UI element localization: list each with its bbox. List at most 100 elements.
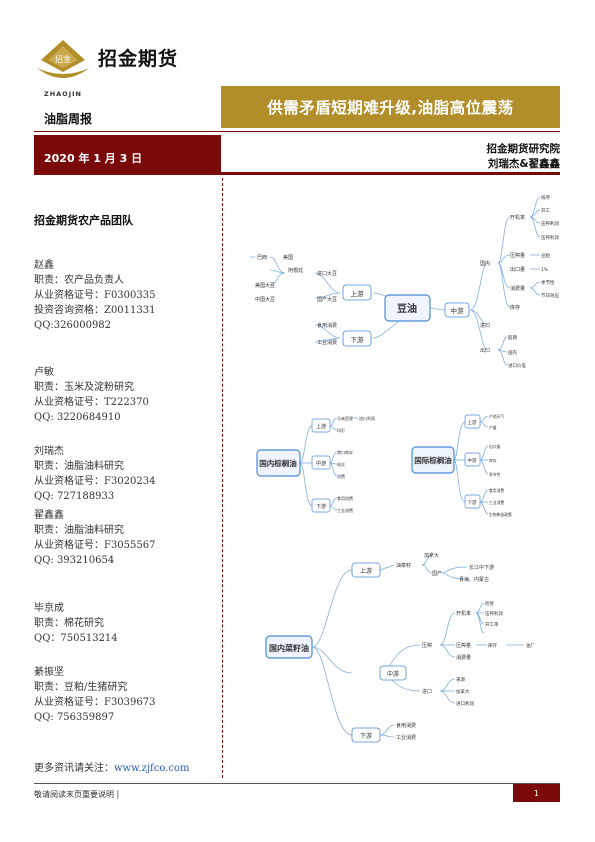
mindmap-center: 国际棕榈油 — [414, 455, 452, 465]
node-label: 国产大豆 — [317, 296, 337, 303]
brand-english-name: ZHAOJIN — [44, 90, 82, 98]
node-upstream: 上游 — [468, 419, 477, 426]
institute-name: 招金期货研究院 — [486, 143, 561, 155]
member-line: 职责：油脂油料研究 — [34, 461, 124, 472]
node-label: 进口利润 — [359, 415, 375, 421]
node-label: 工业消费 — [396, 734, 416, 741]
member-line: QQ: 727188933 — [34, 491, 115, 502]
team-member: 綦振坚 职责：豆粕/生猪研究 从业资格证号：F3039673 QQ: 75635… — [34, 665, 155, 725]
node-upstream: 上游 — [360, 567, 372, 575]
node-label: 节日效应 — [541, 292, 559, 299]
node-label: 开工率 — [485, 621, 499, 628]
member-line: 从业资格证号：F3020234 — [34, 476, 156, 487]
node-label: 压榨利润 — [485, 610, 503, 617]
node-upstream: 上游 — [316, 423, 326, 430]
node-label: 消费 — [337, 473, 345, 479]
node-label: 产量 — [489, 425, 497, 430]
node-label: 压榨 — [422, 642, 432, 649]
node-label: 开机率 — [510, 214, 525, 221]
node-midstream: 中游 — [387, 670, 399, 678]
team-member: 翟鑫鑫 职责：油脂油料研究 从业资格证号：F3055567 QQ: 393210… — [34, 508, 155, 568]
domestic-palm-oil-mindmap: 国内棕榈油 上游 中游 下游 马来西亚 印尼 进口利润 港口库存 成交 消费 食… — [256, 415, 375, 513]
node-label: 季节性 — [541, 279, 555, 286]
node-label: 工业消费 — [489, 500, 504, 505]
node-label: 进口大豆 — [317, 270, 337, 277]
node-label: 阿根廷 — [288, 267, 303, 274]
node-label: 库存 — [488, 642, 497, 649]
member-name: 綦振坚 — [34, 667, 64, 678]
member-line: QQ: 393210654 — [34, 555, 115, 566]
node-label: 国内 — [508, 349, 517, 356]
node-label: 产地天气 — [489, 414, 504, 419]
header-rule — [34, 131, 560, 132]
author-block: 招金期货研究院 刘瑞杰&翟鑫鑫 — [487, 142, 561, 172]
node-label: 国产 — [432, 570, 442, 577]
mindmap-center: 国内棕榈油 — [259, 458, 297, 468]
date-bar — [34, 135, 221, 175]
node-label: 出口量 — [489, 444, 501, 449]
node-label: 开机率 — [456, 610, 471, 617]
node-label: 压榨量 — [510, 252, 525, 259]
team-member: 刘瑞杰 职责：油脂油料研究 从业资格证号：F3020234 QQ: 727188… — [34, 444, 155, 504]
node-label: 成交 — [337, 461, 345, 467]
node-label: 国内 — [480, 260, 490, 267]
member-name: 刘瑞杰 — [34, 446, 64, 457]
team-member: 毕京成 职责：棉花研究 QQ：750513214 — [34, 601, 118, 646]
rapeseed-oil-mindmap: 国内菜籽油 上游 中游 下游 油菜籽 加拿大 国产 长江中下游 青海、内蒙古 压… — [265, 552, 535, 743]
node-label: 长江中下游 — [469, 564, 494, 571]
node-label: 压榨利润 — [541, 220, 559, 227]
international-palm-oil-mindmap: 国际棕榈油 上游 中游 下游 产地天气 产量 出口量 库存 季节性 食用消费 工… — [411, 414, 512, 517]
footer-rule — [34, 783, 560, 784]
node-label: 青海、内蒙古 — [459, 576, 489, 583]
node-label: 中国大豆 — [255, 296, 275, 303]
node-label: 1% — [541, 267, 549, 273]
node-label: 美国 — [283, 254, 293, 261]
mindmap-center: 国内菜籽油 — [269, 643, 309, 653]
report-date: 2020 年 1 月 3 日 — [44, 152, 143, 165]
node-label: 港口库存 — [337, 449, 353, 455]
node-label: 进口利润 — [456, 700, 474, 707]
member-line: 从业资格证号：T222370 — [34, 397, 149, 408]
node-label: 船期 — [508, 334, 517, 341]
node-label: 食用消费 — [317, 322, 337, 329]
node-label: 进口 — [422, 688, 432, 695]
more-info-label: 更多资讯请关注： — [34, 763, 114, 774]
member-name: 赵鑫 — [34, 260, 54, 271]
headline-banner: 供需矛盾短期难升级,油脂高位震荡 — [221, 86, 560, 128]
headline: 供需矛盾短期难升级,油脂高位震荡 — [267, 99, 514, 117]
node-label: 消费量 — [510, 285, 525, 292]
node-label: 加拿大 — [424, 552, 439, 559]
member-line: QQ：750513214 — [34, 633, 118, 644]
node-midstream: 中游 — [468, 457, 477, 464]
node-label: 油菜籽 — [396, 562, 411, 569]
node-upstream: 上游 — [351, 289, 365, 298]
node-label: 食用消费 — [396, 722, 416, 729]
node-label: 工业消费 — [317, 339, 337, 346]
member-name: 毕京成 — [34, 603, 64, 614]
node-label: 压榨利润 — [541, 234, 559, 241]
member-line: 职责：农产品负责人 — [34, 275, 124, 286]
footer-note-text: 敬请阅读末页重要说明 — [34, 790, 114, 799]
node-label: 库存 — [510, 304, 520, 311]
node-label: 排序 — [541, 194, 550, 201]
node-label: 美国大豆 — [255, 282, 275, 289]
member-line: 从业资格证号：F0300335 — [34, 290, 156, 301]
member-line: 投资咨询资格：Z0011331 — [34, 305, 156, 316]
node-label: 压榨量 — [456, 642, 471, 649]
footer-note: 敬请阅读末页重要说明 | — [34, 790, 120, 799]
member-name: 卢敏 — [34, 367, 54, 378]
node-label: 生物柴油政策 — [489, 512, 512, 517]
node-label: 出口 — [480, 347, 490, 354]
node-label: 食用消费 — [337, 495, 353, 501]
node-label: 豆粕 — [541, 252, 550, 259]
node-label: 季节性 — [489, 472, 501, 477]
company-logo: 招金 — [37, 40, 89, 78]
member-line: QQ: 756359897 — [34, 712, 115, 723]
report-type: 油脂周报 — [44, 112, 93, 126]
node-label: 来源 — [456, 676, 465, 683]
content-top-rule — [221, 172, 560, 175]
more-info: 更多资讯请关注：www.zjfco.com — [34, 759, 189, 774]
page-number: 1 — [513, 784, 560, 802]
website-link[interactable]: www.zjfco.com — [114, 763, 190, 774]
node-downstream: 下游 — [468, 499, 477, 506]
